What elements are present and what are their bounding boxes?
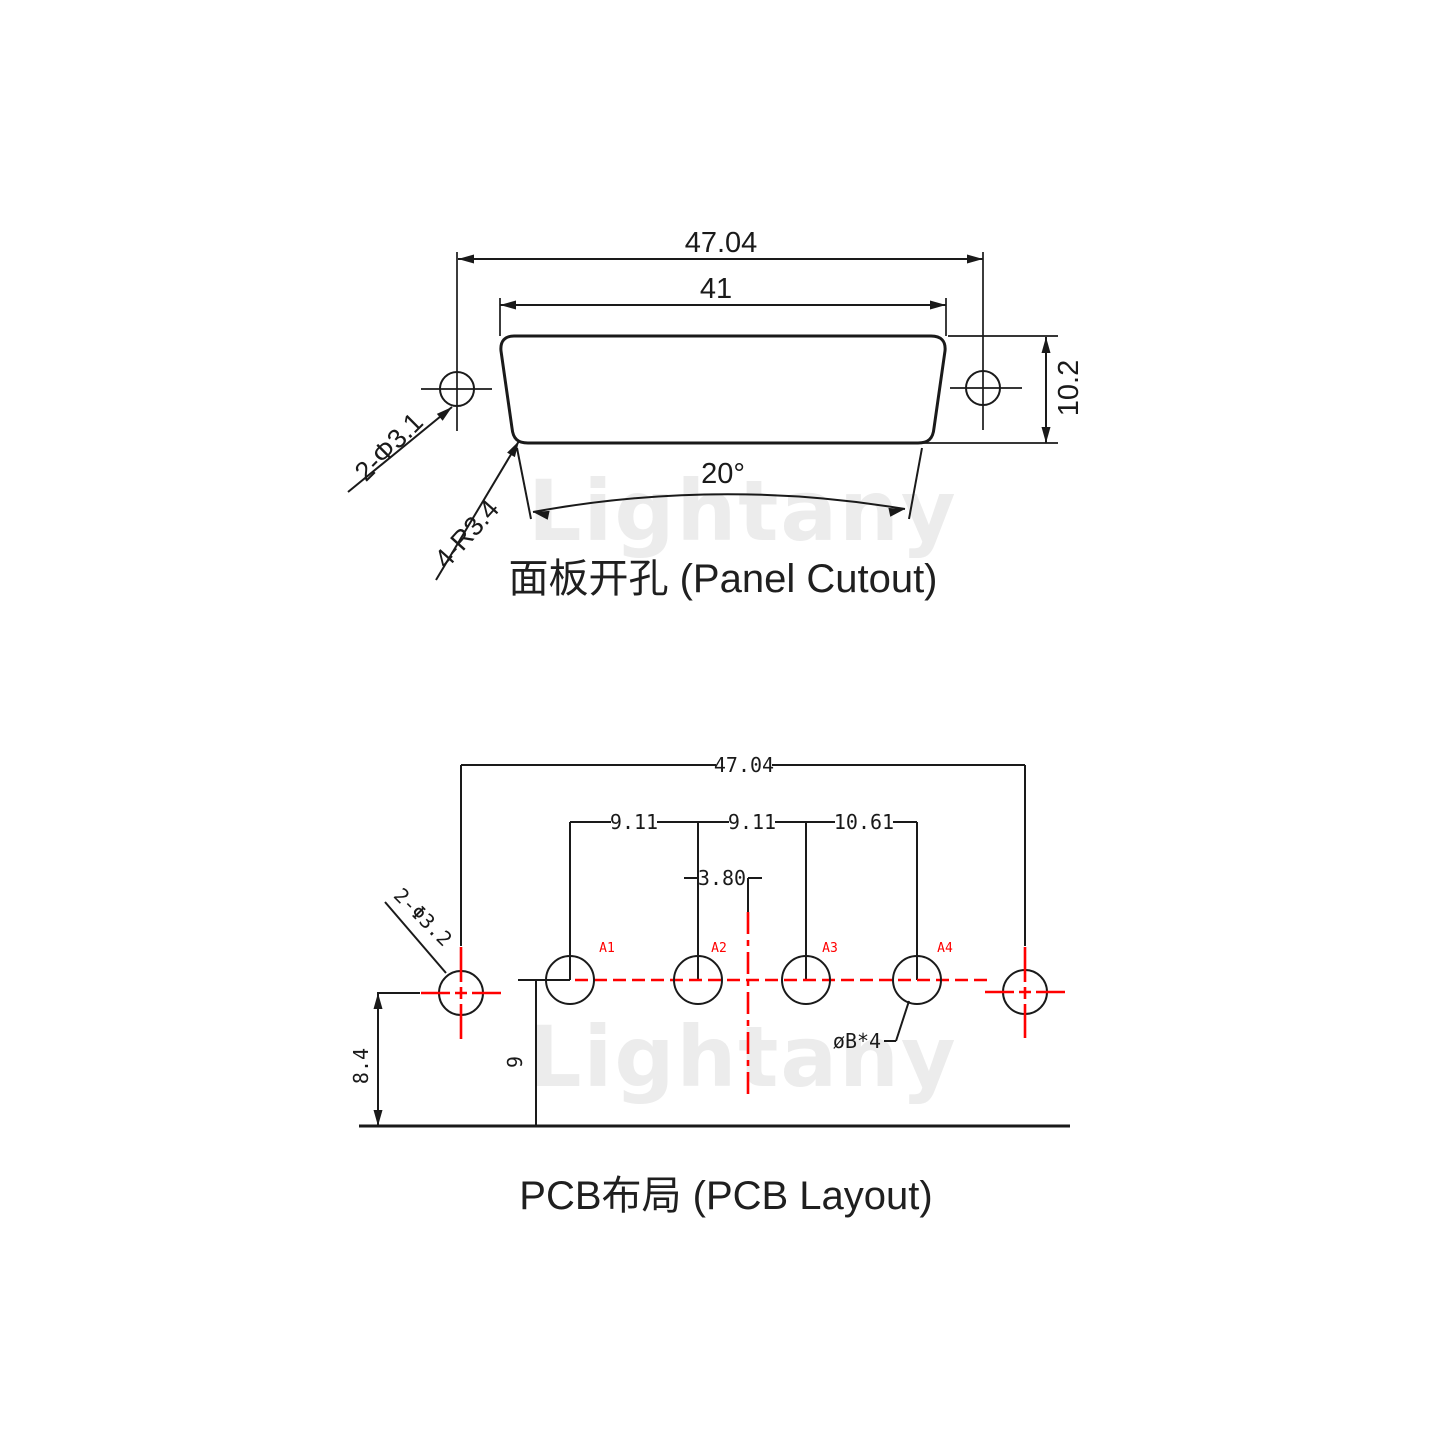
dim-hole-height: 8.4 [349, 1048, 373, 1084]
dim-pitch-a2-a3: 9.11 [728, 810, 776, 834]
dim-height: 10.2 [1053, 360, 1085, 416]
pin-label-a1: A1 [599, 941, 615, 956]
pin-a4 [892, 955, 942, 1005]
arrowhead [436, 407, 452, 421]
dim-overall-width-top: 47.04 [685, 227, 758, 259]
pin-label-a4: A4 [937, 941, 953, 956]
label-mount-holes-top: 2-Φ3.1 [349, 407, 429, 487]
pin-a2 [673, 955, 723, 1005]
angle-extension-left [516, 447, 532, 520]
arrowhead [1041, 337, 1051, 353]
arrowhead [930, 300, 946, 310]
arrowhead [373, 993, 383, 1009]
arrowhead [373, 1110, 383, 1126]
panel-cutout-view: 47.04 41 10.2 20° 2-Φ3.1 [347, 227, 1085, 601]
arrowhead [888, 507, 905, 517]
angle-arc [532, 493, 906, 513]
watermark-bottom: Lightany [528, 1008, 958, 1106]
leader-line [384, 901, 447, 974]
arrowhead [533, 510, 550, 520]
pcb-layout-title: PCB布局 (PCB Layout) [519, 1174, 932, 1218]
dim-pitch-a1-a2: 9.11 [610, 810, 658, 834]
dim-overall-width-bottom: 47.04 [714, 753, 774, 777]
pcb-layout-view: 47.04 9.11 9.11 10.61 3.80 A1 A2 A3 A4 [349, 753, 1070, 1218]
label-corner-radius: 4-R3.4 [429, 494, 506, 574]
pin-a3 [781, 955, 831, 1005]
dsub-cutout-outline [499, 334, 947, 445]
leader-line [347, 406, 453, 493]
dim-pin-height: 9 [503, 1056, 527, 1068]
arrowhead [507, 441, 519, 458]
dim-center-offset: 3.80 [698, 866, 746, 890]
panel-cutout-title: 面板开孔 (Panel Cutout) [508, 557, 937, 601]
arrowhead [967, 254, 983, 264]
angle-extension-right [908, 447, 923, 520]
arrowhead [500, 300, 516, 310]
dim-opening-width: 41 [700, 273, 732, 305]
label-pin-diameter: øB*4 [833, 1029, 881, 1053]
arrowhead [1041, 427, 1051, 443]
arrowhead [458, 254, 474, 264]
pin-label-a2: A2 [711, 941, 727, 956]
dim-angle: 20° [701, 458, 745, 490]
leader-line [435, 440, 520, 581]
dim-pitch-a3-a4: 10.61 [834, 810, 894, 834]
leader-line [895, 1000, 910, 1042]
watermark-top: Lightany [528, 462, 958, 560]
pin-label-a3: A3 [822, 941, 838, 956]
